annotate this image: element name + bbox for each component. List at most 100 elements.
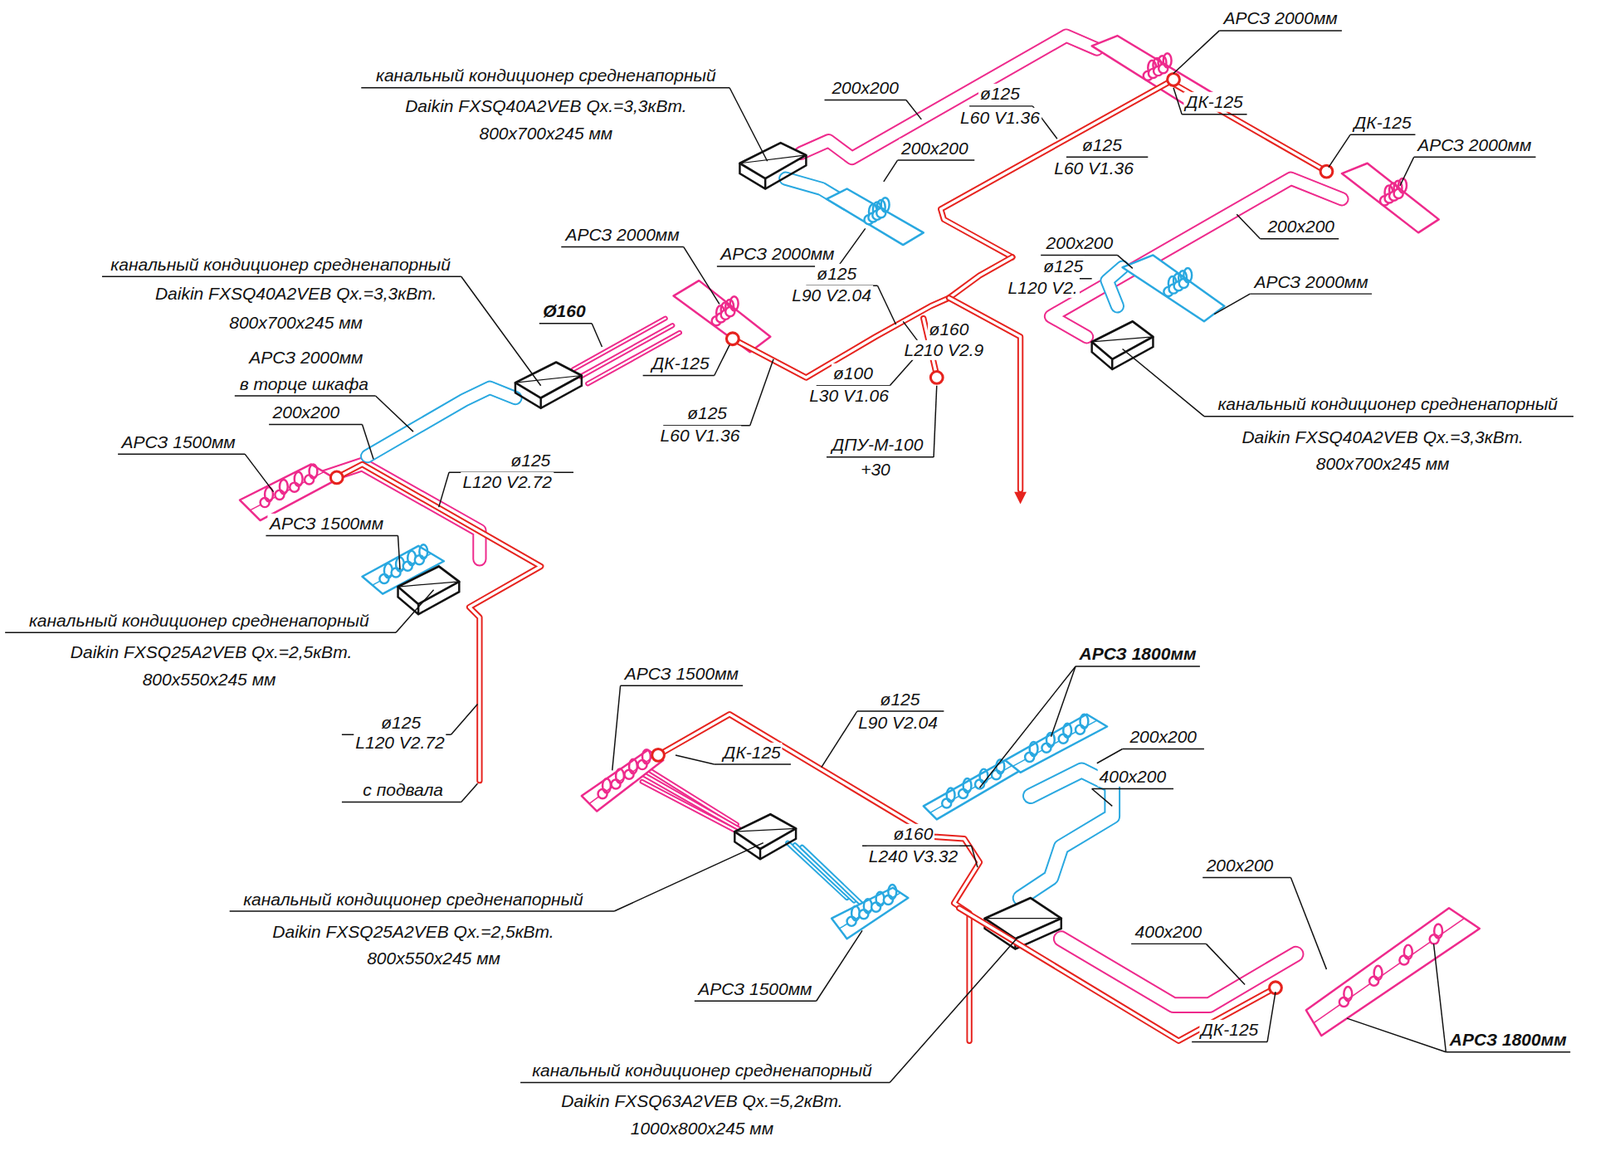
ac-unit-side — [739, 155, 806, 190]
leader-line — [1328, 134, 1351, 167]
callout-label: L120 V2.72 — [460, 472, 553, 493]
drain-pipe-inner — [959, 907, 1276, 1041]
label-underline — [1445, 1051, 1571, 1053]
flex-hose — [887, 884, 897, 899]
callout-label: ДК-125 — [1184, 92, 1245, 113]
flex-hose — [602, 778, 611, 793]
ac-unit-diagonal — [985, 917, 1062, 919]
callout-label: АРСЗ 1800мм — [1078, 643, 1199, 664]
leader-line — [1400, 156, 1415, 186]
drain-pipe — [732, 257, 1013, 378]
label-underline — [1414, 156, 1537, 158]
drain-pipe-inner — [658, 714, 980, 1041]
flex-hose — [1046, 732, 1055, 747]
leader-line — [614, 843, 764, 912]
label-underline — [897, 159, 976, 161]
label-underline — [1191, 1041, 1268, 1043]
valve-dk — [1167, 73, 1181, 87]
callout-label: ø100 — [831, 363, 875, 384]
label-underline — [1249, 292, 1372, 294]
callout-label: ø125 — [508, 450, 552, 471]
flex-duct — [643, 774, 744, 832]
callout-label: 800x700x245 мм — [1314, 453, 1452, 474]
flex-hose — [946, 788, 956, 803]
callout-label: с подвала — [360, 780, 445, 800]
callout-label: L120 V2. — [1006, 278, 1080, 298]
callout-label: 800x700x245 мм — [477, 123, 615, 144]
label-underline — [234, 395, 376, 396]
ac-unit-diagonal — [739, 155, 806, 164]
callout-label: канальный кондиционер средненапорный — [1215, 394, 1560, 415]
grille-body — [673, 280, 771, 352]
callout-label: Daikin FXSQ40A2VEB Qх.=3,3кВт. — [1239, 426, 1525, 447]
leader-line — [821, 711, 858, 768]
leader-line — [906, 100, 922, 120]
callout-label: +30 — [858, 459, 893, 480]
ac-unit-diagonal — [515, 375, 582, 384]
flex-hose — [963, 778, 972, 793]
flex-hose — [615, 769, 625, 784]
flex-hose — [1374, 965, 1383, 981]
drain-pipe-inner — [1173, 83, 1327, 172]
return-duct — [1020, 770, 1113, 898]
flex-duct-inner — [643, 774, 744, 832]
ac-unit-edge — [759, 848, 761, 859]
flex-hose — [980, 769, 989, 784]
valve-dk — [1320, 165, 1333, 178]
label-underline — [1066, 156, 1148, 158]
callout-label: Daikin FXSQ40A2VEB Qх.=3,3кВт. — [403, 96, 688, 117]
callout-label: ø160 — [892, 824, 936, 844]
label-underline — [714, 763, 791, 765]
grille-body — [581, 750, 664, 812]
callout-label: АРСЗ 2000мм — [563, 224, 681, 245]
leader-line — [375, 395, 413, 432]
callout-label: канальный кондиционер средненапорный — [374, 65, 718, 86]
callout-label: 200x200 — [1044, 233, 1116, 254]
leader-line — [398, 536, 400, 571]
flex-hose — [629, 759, 638, 774]
callout-label: АРСЗ 2000мм — [247, 347, 365, 368]
label-underline — [268, 424, 362, 425]
return-duct-inner — [367, 387, 516, 456]
flex-hose — [309, 463, 318, 479]
valve-dk — [652, 749, 665, 762]
flex-hose — [1029, 741, 1039, 757]
return-duct-inner — [1020, 770, 1113, 898]
flex-hose — [1063, 723, 1072, 738]
flex-duct — [795, 844, 854, 901]
leader-line — [1434, 943, 1447, 1052]
callout-label: ДК-125 — [1199, 1019, 1260, 1040]
leader-line — [750, 359, 774, 426]
callout-label: Daikin FXSQ25A2VEB Qх.=2,5кВт. — [68, 642, 354, 663]
leader-line — [883, 160, 898, 182]
label-underline — [1040, 254, 1118, 256]
leader-line — [1346, 1018, 1446, 1053]
callout-label: ø125 — [978, 83, 1022, 104]
flex-hose — [294, 472, 303, 487]
leader-line — [439, 472, 449, 508]
label-underline — [117, 453, 245, 454]
flow-arrow — [1014, 492, 1027, 505]
callout-label: L210 V2.9 — [902, 340, 986, 361]
flex-hose — [1080, 714, 1089, 729]
ac-unit-edge — [539, 398, 542, 409]
callout-label: ø125 — [379, 712, 423, 733]
flex-duct-inner — [801, 847, 861, 904]
flex-duct — [642, 781, 752, 840]
label-underline — [1260, 238, 1340, 240]
callout-label: ДПУ-М-100 — [829, 434, 925, 455]
label-underline — [1092, 788, 1174, 790]
callout-label: 200x200 — [1265, 216, 1337, 237]
label-underline — [520, 1082, 890, 1083]
callout-label: L30 V1.06 — [807, 385, 891, 406]
label-underline — [1219, 29, 1342, 31]
grille-body — [826, 188, 924, 245]
grille-body — [1122, 254, 1225, 322]
leader-line — [1205, 943, 1245, 985]
label-underline — [620, 685, 744, 687]
label-underline — [265, 535, 398, 537]
callout-label: ø125 — [1041, 256, 1085, 277]
label-underline — [857, 710, 945, 712]
drain-pipe-inner — [732, 257, 1013, 378]
